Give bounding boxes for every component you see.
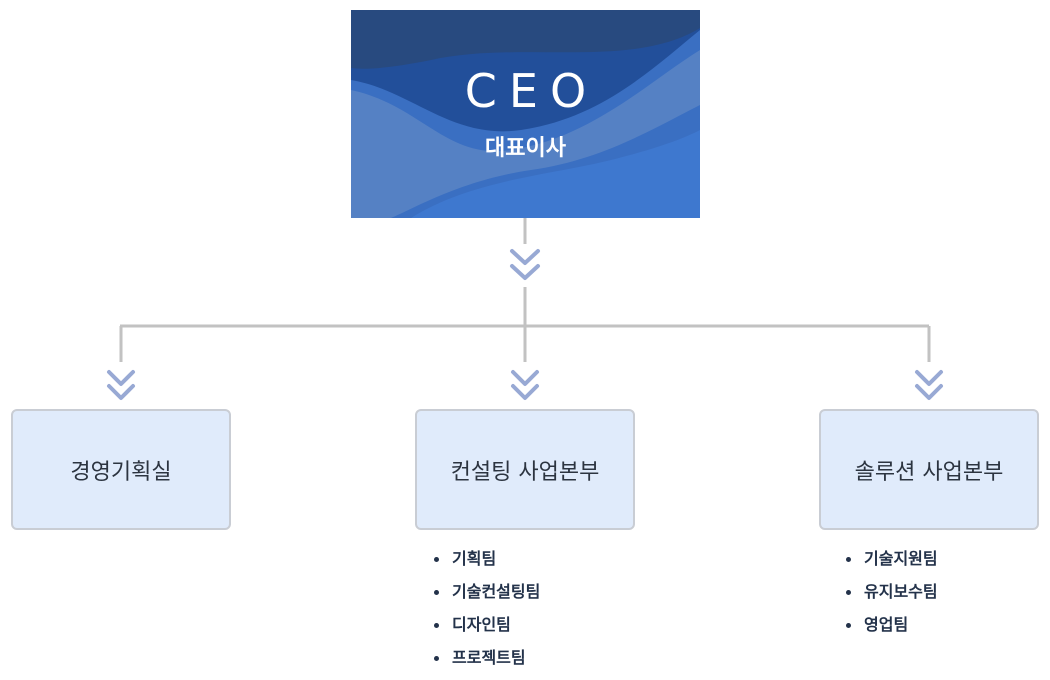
dept-label: 경영기획실: [70, 459, 172, 485]
team-label: 유지보수팀: [864, 582, 938, 601]
ceo-wave-background: [351, 10, 700, 218]
solution-team-list: 기술지원팀 유지보수팀 영업팀: [846, 548, 938, 647]
list-item: 영업팀: [846, 614, 938, 647]
ceo-chevron-icon: [510, 249, 540, 280]
list-item: 기술컨설팅팀: [434, 581, 540, 614]
dept-box-management-planning: 경영기획실: [11, 409, 231, 530]
list-item: 디자인팀: [434, 614, 540, 647]
ceo-title: CEO: [464, 64, 599, 118]
bullet-icon: [434, 557, 439, 562]
team-label: 기술컨설팅팀: [452, 582, 541, 601]
branch-1-chevron-icon: [107, 370, 135, 400]
dept-label: 솔루션 사업본부: [854, 459, 1004, 485]
dept-box-solution: 솔루션 사업본부: [819, 409, 1039, 530]
ceo-subtitle: 대표이사: [485, 136, 566, 161]
list-item: 기술지원팀: [846, 548, 938, 581]
bullet-icon: [846, 590, 851, 595]
dept-box-consulting: 컨설팅 사업본부: [415, 409, 635, 530]
bullet-icon: [846, 623, 851, 628]
dept-label: 컨설팅 사업본부: [450, 459, 600, 485]
list-item: 기획팀: [434, 548, 540, 581]
team-label: 프로젝트팀: [452, 648, 526, 667]
ceo-box: CEO 대표이사: [351, 10, 700, 218]
bullet-icon: [434, 623, 439, 628]
bullet-icon: [846, 557, 851, 562]
team-label: 기술지원팀: [864, 549, 938, 568]
team-label: 디자인팀: [452, 615, 511, 634]
consulting-team-list: 기획팀 기술컨설팅팀 디자인팀 프로젝트팀: [434, 548, 540, 680]
branch-2-chevron-icon: [511, 370, 539, 400]
team-label: 영업팀: [864, 615, 909, 634]
branch-3-chevron-icon: [915, 370, 943, 400]
list-item: 유지보수팀: [846, 581, 938, 614]
team-label: 기획팀: [452, 549, 497, 568]
bullet-icon: [434, 656, 439, 661]
bullet-icon: [434, 590, 439, 595]
list-item: 프로젝트팀: [434, 647, 540, 680]
